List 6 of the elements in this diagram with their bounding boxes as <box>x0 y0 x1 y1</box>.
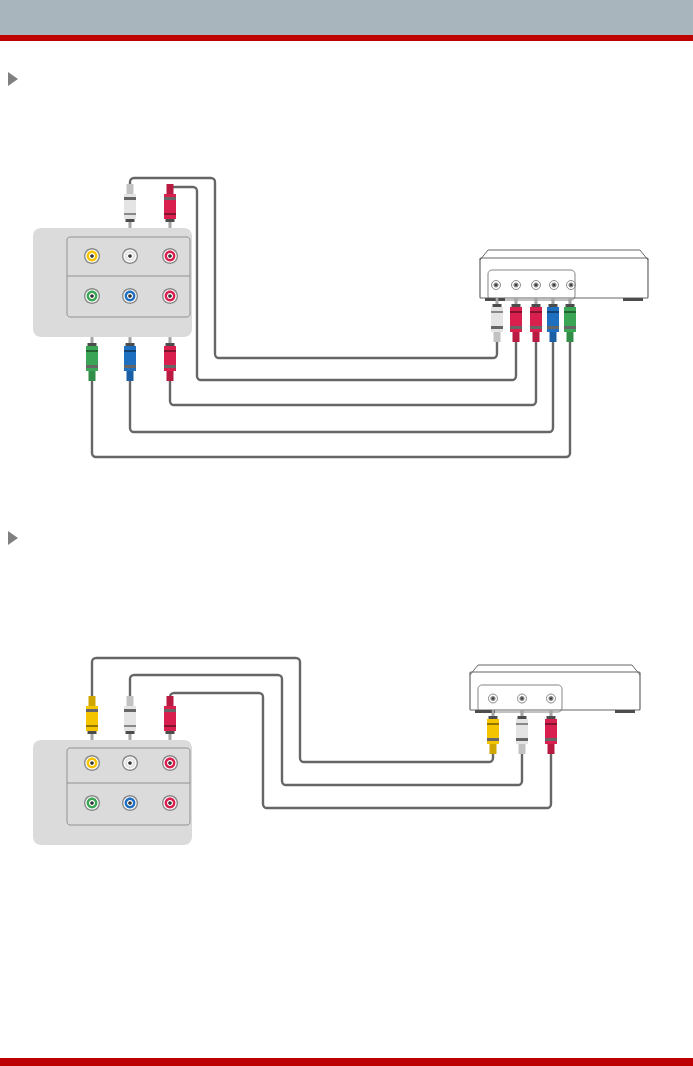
device-box <box>469 671 641 711</box>
cable <box>168 691 553 810</box>
cable <box>128 176 499 360</box>
cable <box>90 656 495 764</box>
device-box <box>479 257 649 299</box>
cable <box>128 673 524 787</box>
